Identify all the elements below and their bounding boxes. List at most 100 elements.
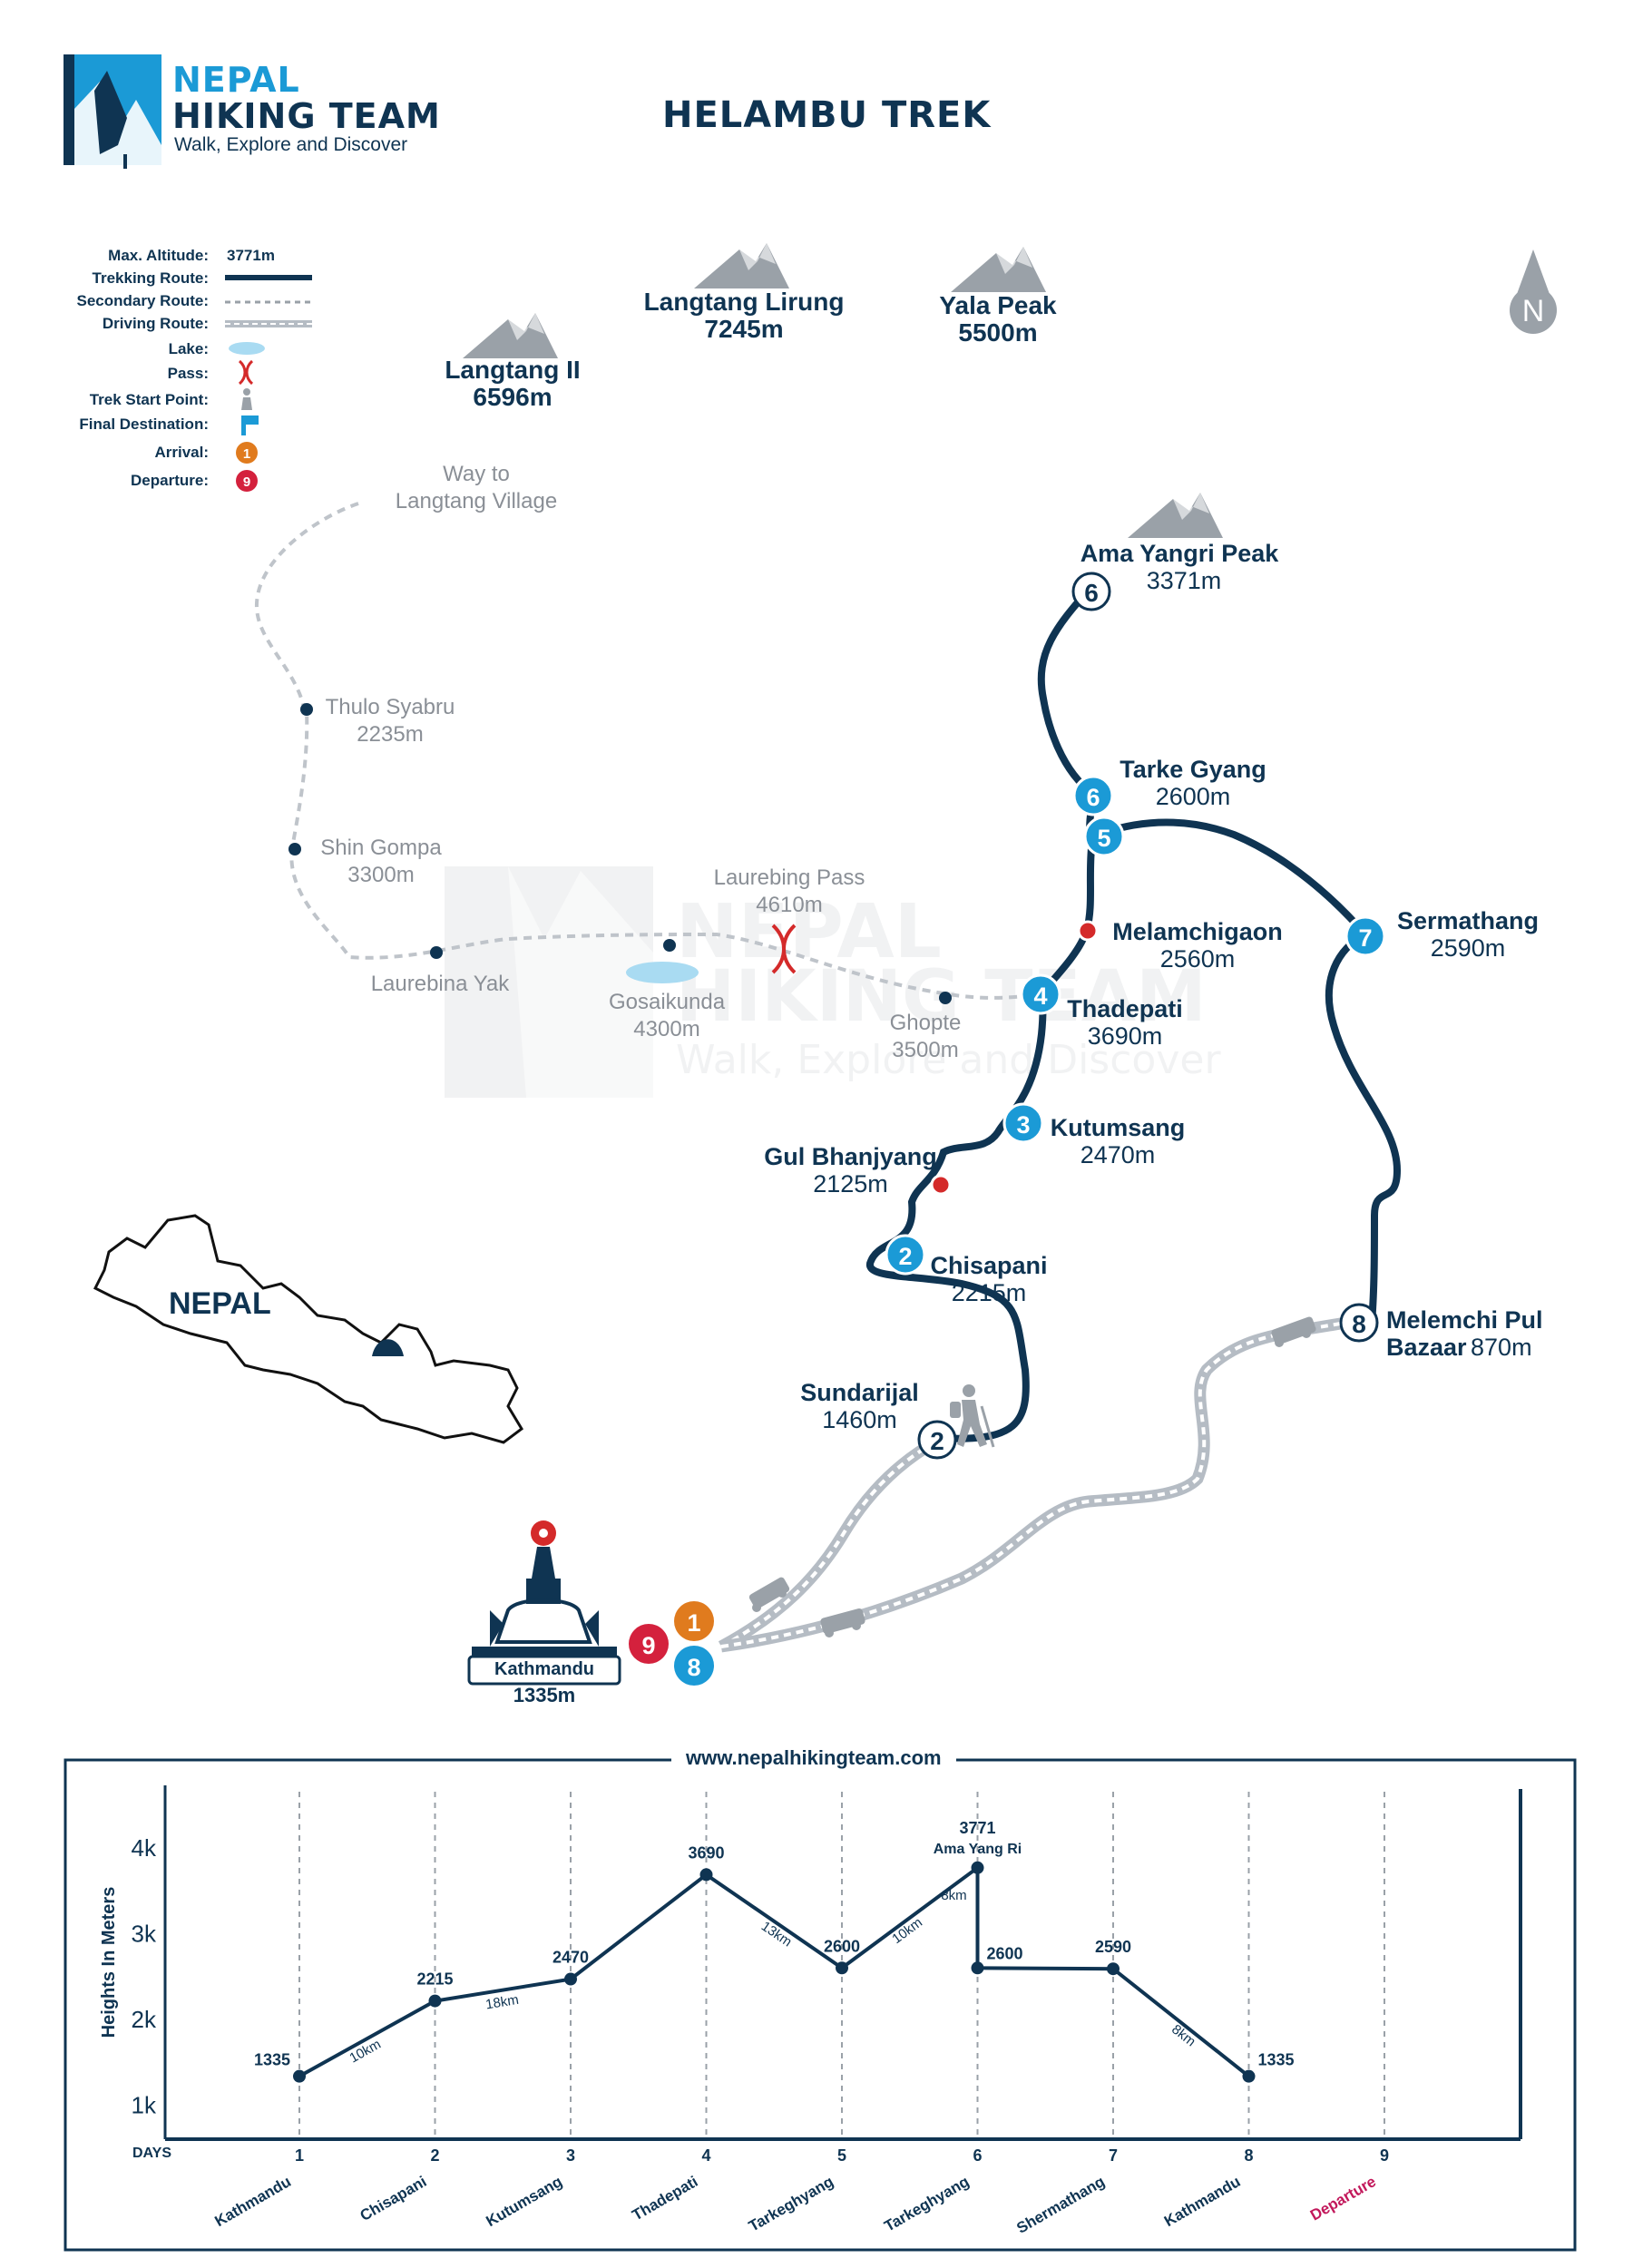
stop-thadepati: 4: [1020, 973, 1061, 1015]
chart-xlabel: DAYS: [132, 2146, 171, 2161]
svg-text:8: 8: [1352, 1310, 1366, 1338]
compass-icon: N: [1510, 249, 1557, 334]
label-kathmandu: Kathmandu: [494, 1659, 594, 1679]
chart-y-tick: 4k: [132, 1834, 157, 1862]
gul-bhanjyang-dot: [930, 1174, 952, 1196]
stop-sermathang: 7: [1345, 915, 1386, 957]
jeep-icon: [820, 1608, 865, 1637]
shin-gompa-dot: [288, 843, 301, 855]
label-sermathang: Sermathang 2590m: [1396, 907, 1540, 962]
legend-lake: Lake:: [168, 340, 209, 357]
chart-data-label: 2600: [987, 1944, 1023, 1962]
mountain-icon: [463, 313, 558, 358]
svg-text:6: 6: [1086, 784, 1100, 811]
gosaikunda-lake: [626, 962, 699, 983]
chart-data-sublabel: Ama Yang Ri: [934, 1842, 1022, 1857]
label-melemchi-pul: Melemchi Pul Bazaar 870m: [1386, 1306, 1543, 1361]
svg-text:NEPAL: NEPAL: [676, 889, 942, 975]
chart-point: [1242, 2069, 1256, 2083]
chart-point: [428, 1994, 442, 2008]
brand-line2: HIKING TEAM: [172, 96, 441, 136]
stop-melemchi-pul: 8: [1339, 1303, 1379, 1343]
chart-x-tick: 5: [837, 2146, 846, 2165]
label-gul-bhanjyang: Gul Bhanjyang 2125m: [764, 1143, 937, 1198]
chart-x-tick: 2: [430, 2146, 439, 2165]
chart-data-label: 1335: [254, 2051, 290, 2069]
chart-x-tick: 7: [1109, 2146, 1118, 2165]
stop-tarke-gyang: 6: [1072, 775, 1114, 816]
chart-x-place-label: Kathmandu: [1161, 2173, 1243, 2230]
legend-max-altitude-label: Max. Altitude:: [108, 247, 209, 264]
chart-x-tick: 9: [1380, 2146, 1389, 2165]
svg-text:5: 5: [1097, 825, 1110, 852]
chart-x-tick: 3: [566, 2146, 575, 2165]
chart-x-place-label: Chisapani: [357, 2173, 430, 2224]
svg-text:2: 2: [898, 1243, 912, 1270]
chart-x-place-label: Tarkeghyang: [881, 2173, 972, 2235]
chart-point: [836, 1961, 848, 1975]
chart-x-tick: 4: [701, 2146, 710, 2165]
chart-x-tick: 1: [295, 2146, 304, 2165]
melamchigaon-dot: [1077, 920, 1099, 942]
chart-y-tick: 3k: [132, 1921, 157, 1948]
website-url: www.nepalhikingteam.com: [671, 1746, 956, 1770]
stop-kathmandu-return: 8: [674, 1646, 714, 1686]
svg-text:9: 9: [641, 1632, 655, 1659]
mountain-icon: [951, 247, 1046, 292]
chart-x-place-label: Tarkeghyang: [746, 2173, 836, 2235]
chart-x-ticks: 1Kathmandu2Chisapani3Kutumsang4Thadepati…: [212, 2146, 1389, 2237]
svg-text:3: 3: [1016, 1111, 1030, 1139]
legend-final-destination: Final Destination:: [79, 415, 209, 433]
thulo-syabru-dot: [300, 703, 313, 716]
label-kathmandu-altitude: 1335m: [513, 1684, 576, 1706]
label-laurebina-yak: Laurebina Yak: [370, 972, 510, 996]
svg-text:1: 1: [687, 1609, 700, 1637]
jeep-icon: [748, 1577, 790, 1612]
nepal-map: [93, 1214, 523, 1444]
chart-point: [293, 2069, 306, 2083]
svg-text:4: 4: [1033, 982, 1047, 1010]
chart-ylabel: Heights In Meters: [99, 1887, 119, 2038]
stop-kathmandu-departure: 9: [629, 1624, 669, 1664]
brand-tagline: Walk, Explore and Discover: [174, 134, 408, 155]
chart-point: [1107, 1962, 1120, 1976]
chart-x-tick: 8: [1244, 2146, 1253, 2165]
chart-data-label: 3690: [688, 1843, 724, 1862]
legend-driving-route: Driving Route:: [102, 315, 209, 332]
driving-route: [718, 1314, 1363, 1653]
chart-x-place-label: Departure: [1307, 2173, 1379, 2224]
label-sundarijal: Sundarijal 1460m: [800, 1379, 919, 1433]
chart-y-tick: 1k: [132, 2091, 157, 2118]
stop-ama-yangri: 6: [1071, 572, 1111, 611]
compass-letter: N: [1522, 294, 1545, 328]
label-ama-yangri-peak: Ama Yangri Peak 3371m: [1080, 540, 1279, 594]
stop-chisapani: 2: [885, 1234, 926, 1276]
hiker-icon: [950, 1384, 995, 1448]
chart-grid: [298, 1792, 1385, 2139]
page-title: HELAMBU TREK: [662, 94, 992, 136]
chart-y-tick: 2k: [132, 2006, 157, 2033]
brand-logo-icon: [64, 54, 161, 169]
stop-tarke-gyang-5: 5: [1083, 816, 1125, 857]
svg-text:Walk, Explore and Discover: Walk, Explore and Discover: [676, 1037, 1221, 1083]
laurebina-yak-dot: [430, 946, 443, 959]
chart-data-label: 1335: [1258, 2051, 1295, 2069]
jeep-icon: [1271, 1316, 1316, 1347]
stop-kutumsang: 3: [1002, 1102, 1044, 1144]
brand-line1: NEPAL: [172, 60, 300, 100]
legend-trekking-route: Trekking Route:: [92, 269, 209, 287]
legend-departure: Departure:: [131, 472, 209, 489]
chart-data-label: 2590: [1095, 1938, 1131, 1956]
secondary-route: [254, 502, 1044, 1000]
watermark: NEPAL HIKING TEAM Walk, Explore and Disc…: [445, 866, 1221, 1116]
